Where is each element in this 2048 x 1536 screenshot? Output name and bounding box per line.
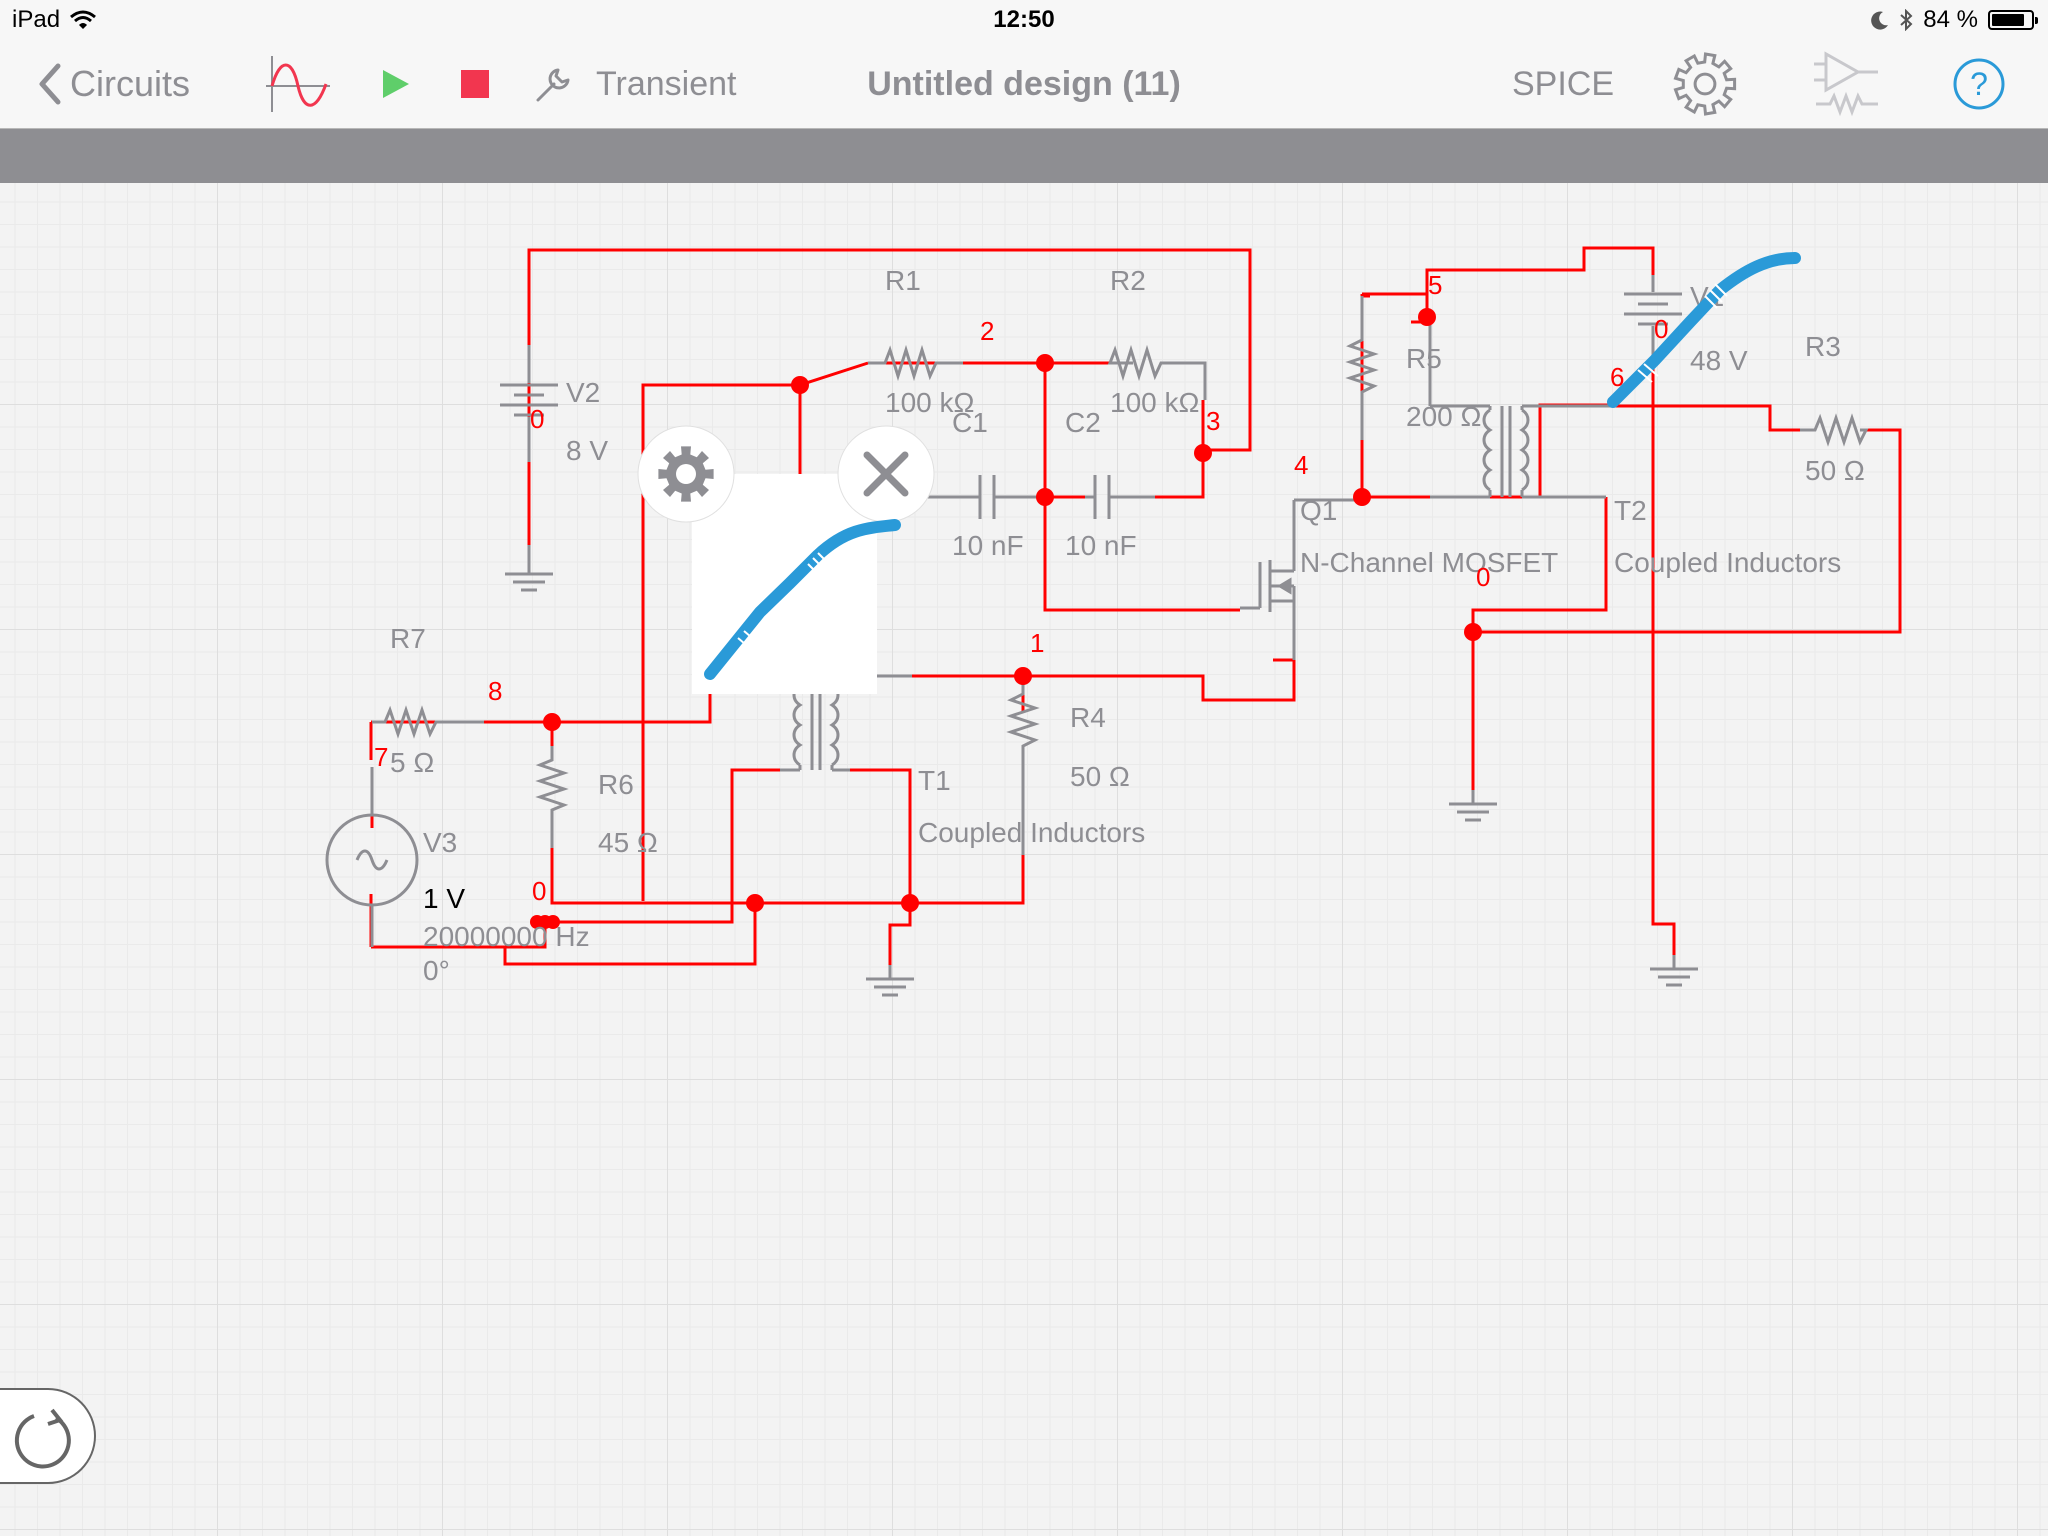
status-bar: iPad 12:50 84 % — [0, 0, 2048, 40]
battery-icon — [1988, 10, 2038, 30]
r5-value: 200 Ω — [1406, 401, 1481, 432]
node-label: 1 — [1030, 628, 1044, 658]
run-button[interactable] — [378, 40, 412, 128]
component-library-button[interactable] — [1812, 40, 1882, 128]
amplifier-resistor-icon — [1814, 51, 1878, 117]
q1-type: N-Channel MOSFET — [1300, 547, 1558, 578]
r3-value: 50 Ω — [1805, 455, 1865, 486]
settings-circle-button[interactable] — [637, 425, 735, 523]
help-icon: ? — [1953, 58, 2005, 110]
junctions — [530, 308, 1482, 929]
r7-value: 5 Ω — [390, 747, 434, 778]
node-label: 2 — [980, 316, 994, 346]
r3-name: R3 — [1805, 331, 1841, 362]
delete-circle-button[interactable] — [837, 425, 935, 523]
clock: 12:50 — [993, 6, 1055, 33]
rotate-button[interactable] — [0, 1388, 96, 1484]
r4-value: 50 Ω — [1070, 761, 1130, 792]
node-label: 6 — [1610, 362, 1624, 392]
chevron-left-icon — [39, 63, 61, 105]
component-labels: R1 100 kΩ R2 100 kΩ C1 10 nF C2 10 nF V2… — [390, 265, 1865, 986]
probe-1[interactable] — [704, 519, 901, 680]
node-label: 0 — [532, 876, 546, 906]
waveform-icon — [266, 56, 330, 112]
r2-value: 100 kΩ — [1110, 387, 1199, 418]
node-label: 0 — [530, 404, 544, 434]
t2-type: Coupled Inductors — [1614, 547, 1841, 578]
r2-name: R2 — [1110, 265, 1146, 296]
node-label: 4 — [1294, 450, 1308, 480]
r4-name: R4 — [1070, 702, 1106, 733]
q1-name: Q1 — [1300, 495, 1337, 526]
spice-button[interactable]: SPICE — [1512, 40, 1614, 128]
v2-name: V2 — [566, 377, 600, 408]
c1-value: 10 nF — [952, 530, 1024, 561]
back-button[interactable]: Circuits — [36, 40, 190, 128]
node-label: 7 — [374, 742, 388, 772]
probe-2[interactable] — [1607, 252, 1801, 408]
play-icon — [383, 70, 409, 98]
t1-name: T1 — [918, 765, 951, 796]
close-icon — [863, 451, 909, 497]
help-label: ? — [1970, 66, 1988, 102]
node-label: 8 — [488, 676, 502, 706]
analysis-button[interactable]: Transient — [534, 40, 736, 128]
waveform-button[interactable] — [266, 40, 330, 128]
v2-value: 8 V — [566, 435, 608, 466]
rotate-icon — [14, 1408, 71, 1469]
c2-name: C2 — [1065, 407, 1101, 438]
back-label: Circuits — [70, 63, 191, 104]
bluetooth-icon — [1900, 9, 1913, 31]
device-label: iPad — [12, 6, 61, 33]
spice-label: SPICE — [1512, 64, 1615, 103]
selection-overlay — [637, 425, 935, 694]
r1-value: 100 kΩ — [885, 387, 974, 418]
r6-value: 45 Ω — [598, 827, 658, 858]
r5-name: R5 — [1406, 343, 1442, 374]
c2-value: 10 nF — [1065, 530, 1137, 561]
r1-name: R1 — [885, 265, 921, 296]
moon-icon — [1871, 11, 1889, 30]
analysis-label: Transient — [596, 64, 737, 103]
wifi-icon — [70, 10, 97, 29]
c1-name: C1 — [952, 407, 988, 438]
wrench-icon — [536, 68, 570, 102]
node-label: 0 — [1476, 562, 1490, 592]
v1-value: 48 V — [1690, 345, 1748, 376]
v3-frequency: 20000000 Hz — [423, 921, 590, 952]
v3-amplitude: 1 V — [423, 883, 465, 914]
node-label: 5 — [1428, 270, 1442, 300]
stop-button[interactable] — [460, 40, 490, 128]
node-labels: 0 2 3 4 5 6 1 8 7 0 0 0 — [374, 270, 1668, 906]
probe-icon — [1607, 252, 1801, 408]
help-button[interactable]: ? — [1952, 40, 2006, 128]
components[interactable] — [325, 275, 1869, 997]
t1-type: Coupled Inductors — [918, 817, 1145, 848]
v3-name: V3 — [423, 827, 457, 858]
battery-percent: 84 % — [1923, 6, 1978, 33]
settings-button[interactable] — [1672, 40, 1738, 128]
gear-icon — [658, 446, 714, 502]
probe-icon — [704, 519, 901, 680]
v3-phase: 0° — [423, 955, 450, 986]
r7-name: R7 — [390, 623, 426, 654]
r6-name: R6 — [598, 769, 634, 800]
node-label: 0 — [1654, 314, 1668, 344]
stop-icon — [461, 70, 489, 98]
toolbar-divider-strip — [0, 129, 2048, 183]
gear-icon — [1673, 52, 1737, 116]
t2-name: T2 — [1614, 495, 1647, 526]
node-label: 3 — [1206, 406, 1220, 436]
